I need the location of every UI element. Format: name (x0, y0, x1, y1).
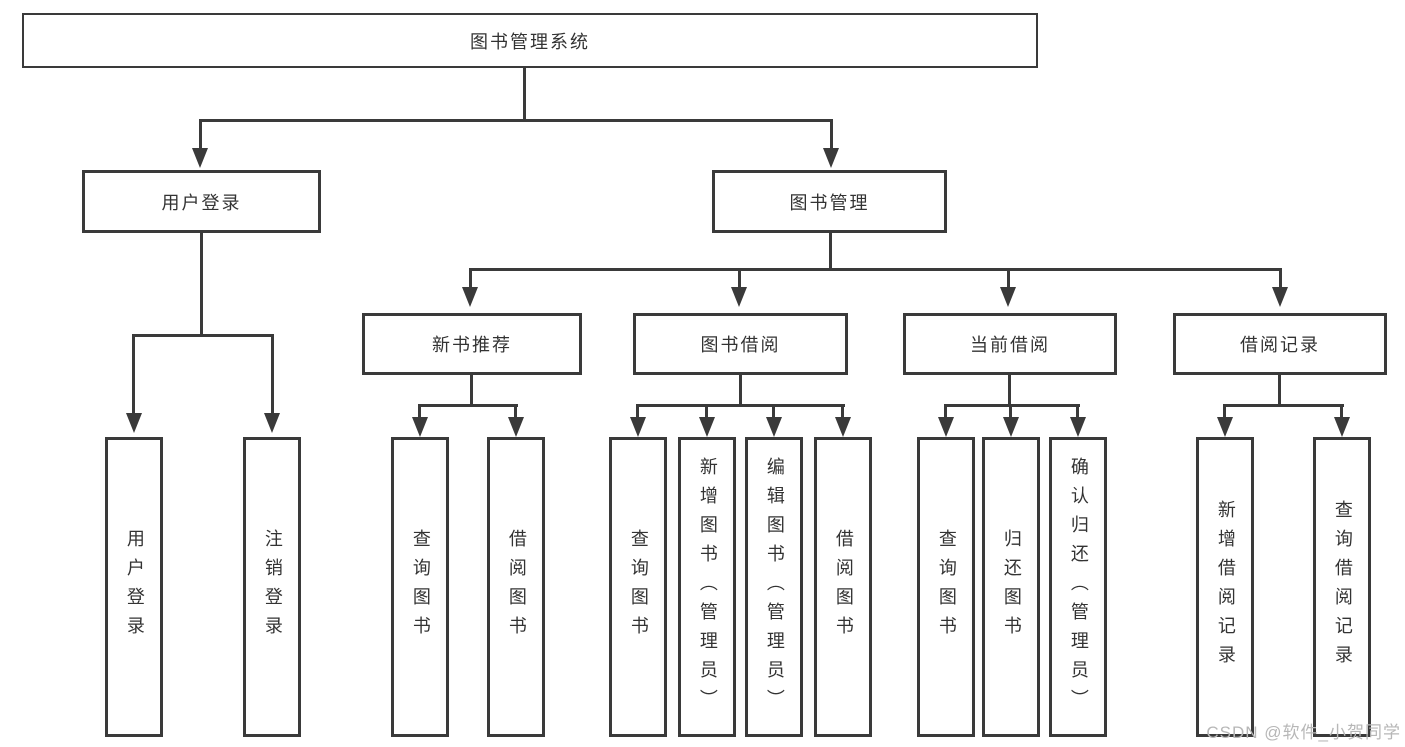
connector-line (200, 233, 203, 337)
arrow-down-icon (630, 417, 646, 437)
leaf-borrowing-add-books-admin: 新增图书（管理员） (678, 437, 736, 737)
node-user-login: 用户登录 (82, 170, 321, 233)
leaf-current-query-books: 查询图书 (917, 437, 975, 737)
arrow-down-icon (731, 287, 747, 307)
node-label: 借阅记录 (1240, 335, 1320, 355)
node-label: 图书管理 (789, 192, 870, 213)
leaf-label: 查询借阅记录 (1332, 500, 1353, 674)
connector-line (636, 404, 845, 407)
leaf-label: 新增图书（管理员） (697, 456, 718, 718)
arrow-down-icon (1272, 287, 1288, 307)
connector-line (829, 233, 832, 271)
arrow-down-icon (264, 413, 280, 433)
watermark: CSDN @软件_小贺同学 (1206, 723, 1401, 742)
arrow-down-icon (766, 417, 782, 437)
leaf-records-add-borrow-record: 新增借阅记录 (1196, 437, 1254, 737)
connector-line (418, 404, 421, 419)
leaf-label: 注销登录 (262, 529, 283, 645)
node-label: 当前借阅 (970, 335, 1050, 355)
arrow-down-icon (462, 287, 478, 307)
connector-line (739, 375, 742, 406)
arrow-down-icon (823, 148, 839, 168)
node-borrowing-records: 借阅记录 (1173, 313, 1387, 375)
arrow-down-icon (126, 413, 142, 433)
arrow-down-icon (1003, 417, 1019, 437)
connector-line (830, 119, 833, 150)
connector-line (469, 268, 1282, 271)
connector-line (469, 268, 472, 289)
connector-line (132, 334, 274, 337)
connector-line (199, 119, 202, 150)
leaf-current-confirm-return-admin: 确认归还（管理员） (1049, 437, 1107, 737)
leaf-label: 用户登录 (124, 529, 145, 645)
connector-line (199, 119, 833, 122)
node-label: 用户登录 (161, 192, 242, 213)
leaf-label: 确认归还（管理员） (1068, 456, 1089, 718)
connector-line (1340, 404, 1343, 419)
arrow-down-icon (699, 417, 715, 437)
leaf-label: 编辑图书（管理员） (764, 456, 785, 718)
connector-line (1076, 404, 1079, 419)
connector-line (132, 334, 135, 415)
arrow-down-icon (835, 417, 851, 437)
connector-line (1278, 375, 1281, 406)
connector-line (1007, 268, 1010, 289)
node-current-borrowing: 当前借阅 (903, 313, 1117, 375)
arrow-down-icon (1000, 287, 1016, 307)
leaf-label: 新增借阅记录 (1215, 500, 1236, 674)
leaf-newbooks-borrow-books: 借阅图书 (487, 437, 545, 737)
node-book-management-system: 图书管理系统 (22, 13, 1038, 68)
node-label: 图书管理系统 (470, 31, 590, 52)
arrow-down-icon (1334, 417, 1350, 437)
leaf-borrowing-borrow-books: 借阅图书 (814, 437, 872, 737)
connector-line (772, 404, 775, 419)
connector-line (944, 404, 1080, 407)
arrow-down-icon (938, 417, 954, 437)
connector-line (1223, 404, 1226, 419)
leaf-logout: 注销登录 (243, 437, 301, 737)
connector-line (1223, 404, 1344, 407)
connector-line (470, 375, 473, 406)
connector-line (1009, 404, 1012, 419)
connector-line (1008, 375, 1011, 406)
node-label: 图书借阅 (700, 335, 781, 355)
leaf-borrowing-edit-books-admin: 编辑图书（管理员） (745, 437, 803, 737)
arrow-down-icon (412, 417, 428, 437)
leaf-label: 借阅图书 (833, 529, 854, 645)
leaf-label: 查询图书 (936, 529, 957, 645)
arrow-down-icon (1217, 417, 1233, 437)
leaf-current-return-books: 归还图书 (982, 437, 1040, 737)
node-label: 新书推荐 (432, 335, 512, 355)
leaf-label: 查询图书 (628, 529, 649, 645)
connector-line (841, 404, 844, 419)
leaf-user-login: 用户登录 (105, 437, 163, 737)
leaf-label: 查询图书 (410, 529, 431, 645)
leaf-records-query-borrow-record: 查询借阅记录 (1313, 437, 1371, 737)
leaf-label: 归还图书 (1001, 529, 1022, 645)
node-new-book-recommendation: 新书推荐 (362, 313, 582, 375)
connector-line (271, 334, 274, 415)
connector-line (636, 404, 639, 419)
connector-line (1279, 268, 1282, 289)
leaf-newbooks-query-books: 查询图书 (391, 437, 449, 737)
connector-line (944, 404, 947, 419)
connector-line (514, 404, 517, 419)
leaf-borrowing-query-books: 查询图书 (609, 437, 667, 737)
node-book-borrowing: 图书借阅 (633, 313, 848, 375)
connector-line (738, 268, 741, 289)
connector-line (705, 404, 708, 419)
connector-line (418, 404, 518, 407)
leaf-label: 借阅图书 (506, 529, 527, 645)
arrow-down-icon (508, 417, 524, 437)
arrow-down-icon (192, 148, 208, 168)
arrow-down-icon (1070, 417, 1086, 437)
connector-line (523, 67, 526, 121)
node-book-management: 图书管理 (712, 170, 947, 233)
